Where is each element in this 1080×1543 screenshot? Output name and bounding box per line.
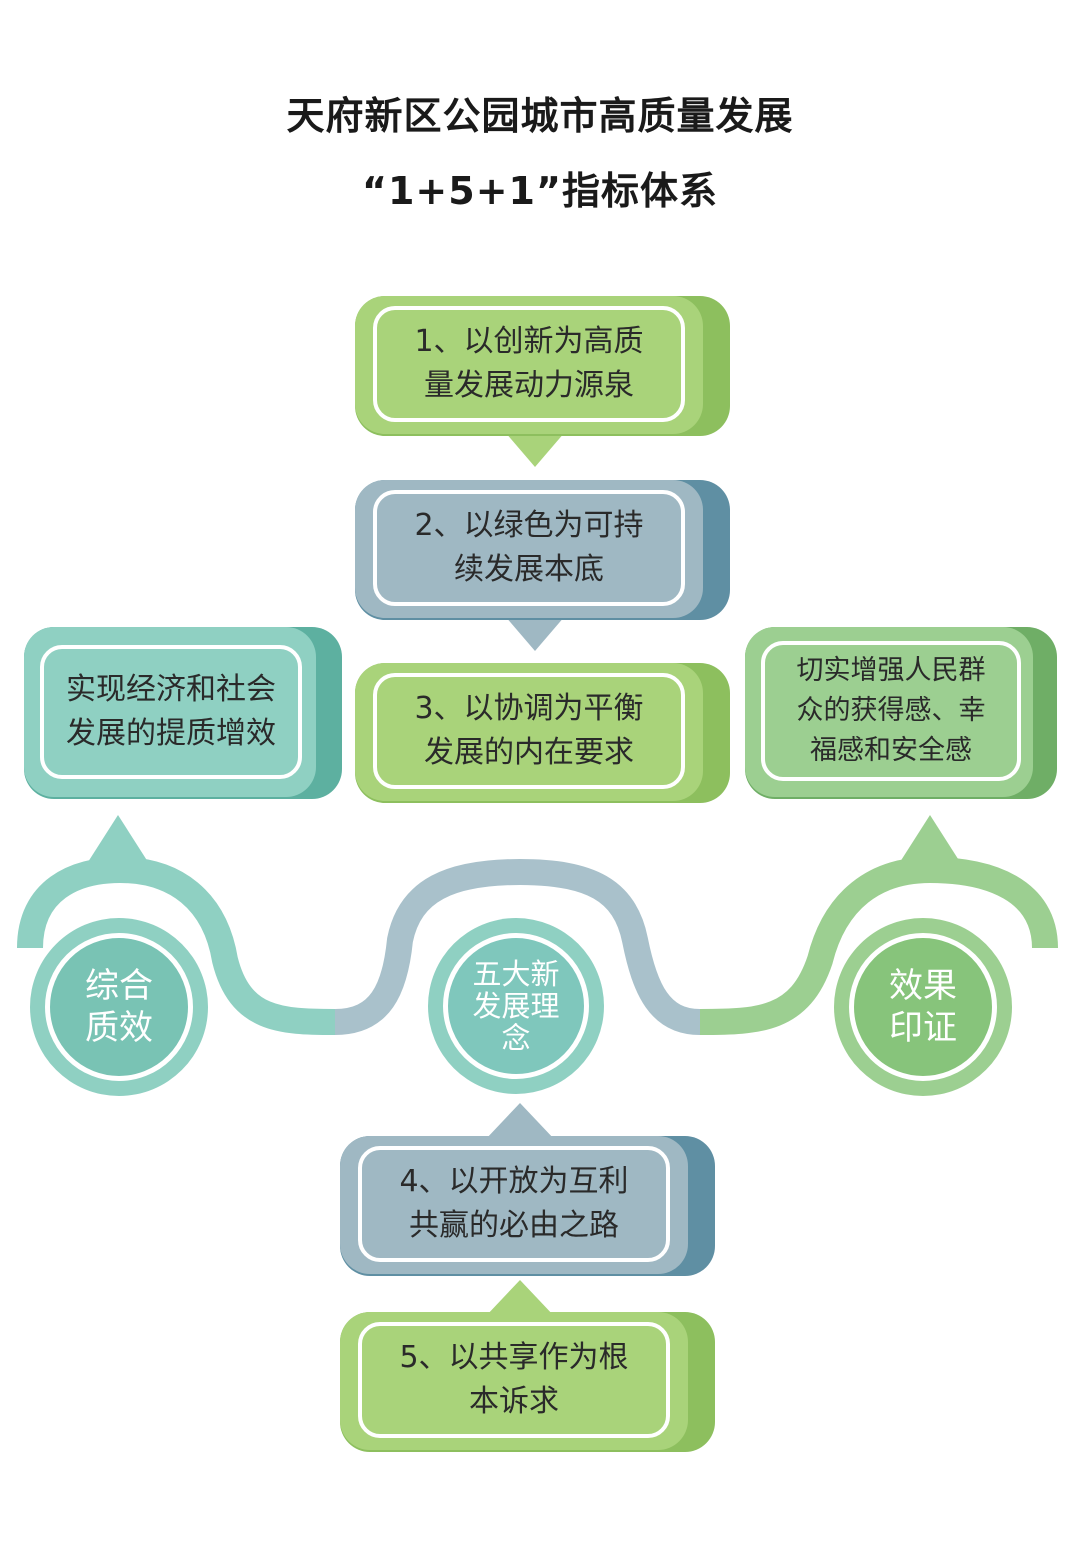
step-5-label: 5、以共享作为根 本诉求 — [358, 1322, 670, 1438]
pointer-5 — [485, 1280, 555, 1317]
left-circle-core: 综合 质效 — [45, 933, 193, 1081]
step-3-line-2: 发展的内在要求 — [424, 735, 634, 770]
right-goal-face: 切实增强人民群 众的获得感、幸 福感和安全感 — [745, 627, 1033, 797]
step-2-box: 2、以绿色为可持 续发展本底 — [355, 480, 730, 620]
step-1-face: 1、以创新为高质 量发展动力源泉 — [355, 296, 703, 434]
step-2-line-1: 2、以绿色为可持 — [414, 508, 644, 543]
left-circle-line-2: 质效 — [85, 1008, 153, 1048]
center-circle-line-3: 念 — [501, 1021, 531, 1055]
right-goal-label: 切实增强人民群 众的获得感、幸 福感和安全感 — [761, 641, 1021, 781]
right-circle-line-2: 印证 — [889, 1008, 957, 1048]
step-5-box: 5、以共享作为根 本诉求 — [340, 1312, 715, 1452]
step-3-line-1: 3、以协调为平衡 — [414, 691, 644, 726]
step-2-face: 2、以绿色为可持 续发展本底 — [355, 480, 703, 618]
left-goal-line-2: 发展的提质增效 — [66, 716, 276, 751]
left-goal-label: 实现经济和社会 发展的提质增效 — [40, 645, 302, 779]
up-arrow-left — [88, 815, 148, 862]
center-circle-core: 五大新 发展理 念 — [443, 933, 589, 1079]
right-goal-line-3: 福感和安全感 — [810, 735, 972, 766]
center-circle-line-1: 五大新 — [472, 957, 560, 991]
step-2-label: 2、以绿色为可持 续发展本底 — [373, 490, 685, 606]
step-4-label: 4、以开放为互利 共赢的必由之路 — [358, 1146, 670, 1262]
step-4-box: 4、以开放为互利 共赢的必由之路 — [340, 1136, 715, 1276]
step-1-label: 1、以创新为高质 量发展动力源泉 — [373, 306, 685, 422]
wave-left — [17, 856, 336, 1035]
wave-center-right — [519, 859, 701, 1035]
right-goal-line-1: 切实增强人民群 — [796, 655, 986, 686]
up-arrow-right — [900, 815, 960, 862]
title-line-1: 天府新区公园城市高质量发展 — [286, 94, 794, 138]
left-circle-line-1: 综合 — [85, 966, 153, 1006]
step-4-line-2: 共赢的必由之路 — [409, 1208, 619, 1243]
step-1-line-2: 量发展动力源泉 — [424, 368, 634, 403]
wave-center-left — [334, 859, 521, 1035]
step-4-face: 4、以开放为互利 共赢的必由之路 — [340, 1136, 688, 1274]
step-1-box: 1、以创新为高质 量发展动力源泉 — [355, 296, 730, 436]
pointer-2 — [505, 616, 565, 651]
right-circle: 效果 印证 — [834, 918, 1012, 1096]
step-5-face: 5、以共享作为根 本诉求 — [340, 1312, 688, 1450]
center-circle-line-2: 发展理 — [472, 989, 560, 1023]
right-circle-core: 效果 印证 — [849, 933, 997, 1081]
step-3-label: 3、以协调为平衡 发展的内在要求 — [373, 673, 685, 789]
wave-right — [699, 856, 1058, 1035]
left-goal-face: 实现经济和社会 发展的提质增效 — [24, 627, 316, 797]
step-4-line-1: 4、以开放为互利 — [399, 1164, 629, 1199]
center-circle: 五大新 发展理 念 — [428, 918, 604, 1094]
pointer-1 — [505, 432, 565, 467]
left-goal-box: 实现经济和社会 发展的提质增效 — [24, 627, 342, 799]
right-goal-box: 切实增强人民群 众的获得感、幸 福感和安全感 — [745, 627, 1057, 799]
left-circle: 综合 质效 — [30, 918, 208, 1096]
left-goal-line-1: 实现经济和社会 — [66, 672, 276, 707]
right-goal-line-2: 众的获得感、幸 — [796, 695, 986, 726]
step-3-face: 3、以协调为平衡 发展的内在要求 — [355, 663, 703, 801]
title-line-2: “1+5+1”指标体系 — [362, 169, 718, 213]
step-5-line-2: 本诉求 — [469, 1384, 559, 1419]
pointer-4 — [485, 1103, 555, 1140]
step-1-line-1: 1、以创新为高质 — [414, 324, 644, 359]
step-2-line-2: 续发展本底 — [454, 552, 604, 587]
right-circle-line-1: 效果 — [889, 966, 957, 1006]
step-5-line-1: 5、以共享作为根 — [399, 1340, 629, 1375]
step-3-box: 3、以协调为平衡 发展的内在要求 — [355, 663, 730, 803]
